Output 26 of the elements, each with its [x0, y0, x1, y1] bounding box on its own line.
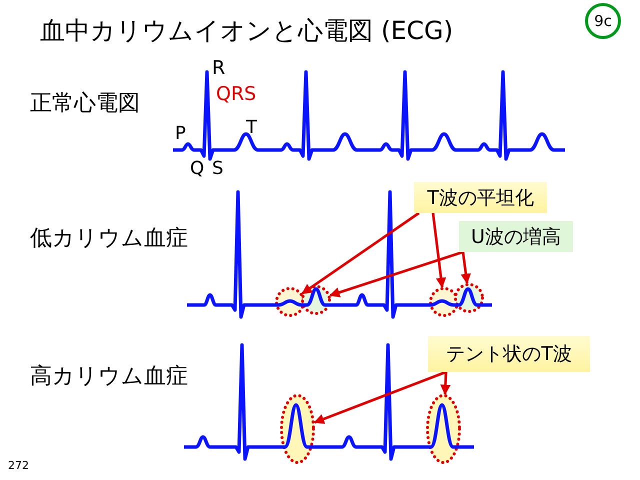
arrow — [432, 212, 446, 288]
row-label: 低カリウム血症 — [30, 227, 188, 252]
wave-label: Q — [190, 159, 204, 179]
callout-box: U波の増高 — [459, 221, 573, 252]
callout-box: テント状のT波 — [428, 336, 590, 372]
dotted-circle — [275, 287, 305, 317]
wave-label: R — [212, 58, 226, 79]
arrow — [329, 250, 464, 298]
arrow — [460, 252, 471, 284]
arrow — [440, 372, 451, 396]
wave-label: P — [175, 124, 186, 144]
wave-label: T — [246, 118, 257, 138]
arrow — [314, 370, 446, 424]
dotted-oval — [426, 394, 461, 464]
slide-number-circle: 9c — [585, 3, 621, 39]
slide-title: 血中カリウムイオンと心電図 (ECG) — [40, 15, 454, 47]
callout-box: T波の平坦化 — [414, 182, 547, 213]
wave-label: QRS — [216, 84, 256, 105]
page-number: 272 — [8, 460, 29, 472]
dotted-circle — [454, 283, 484, 313]
wave-label: S — [212, 159, 224, 179]
row-label: 高カリウム血症 — [30, 365, 188, 390]
arrow — [302, 212, 420, 295]
dotted-oval — [280, 394, 315, 464]
dotted-circle — [301, 285, 331, 315]
row-label: 正常心電図 — [30, 92, 140, 116]
